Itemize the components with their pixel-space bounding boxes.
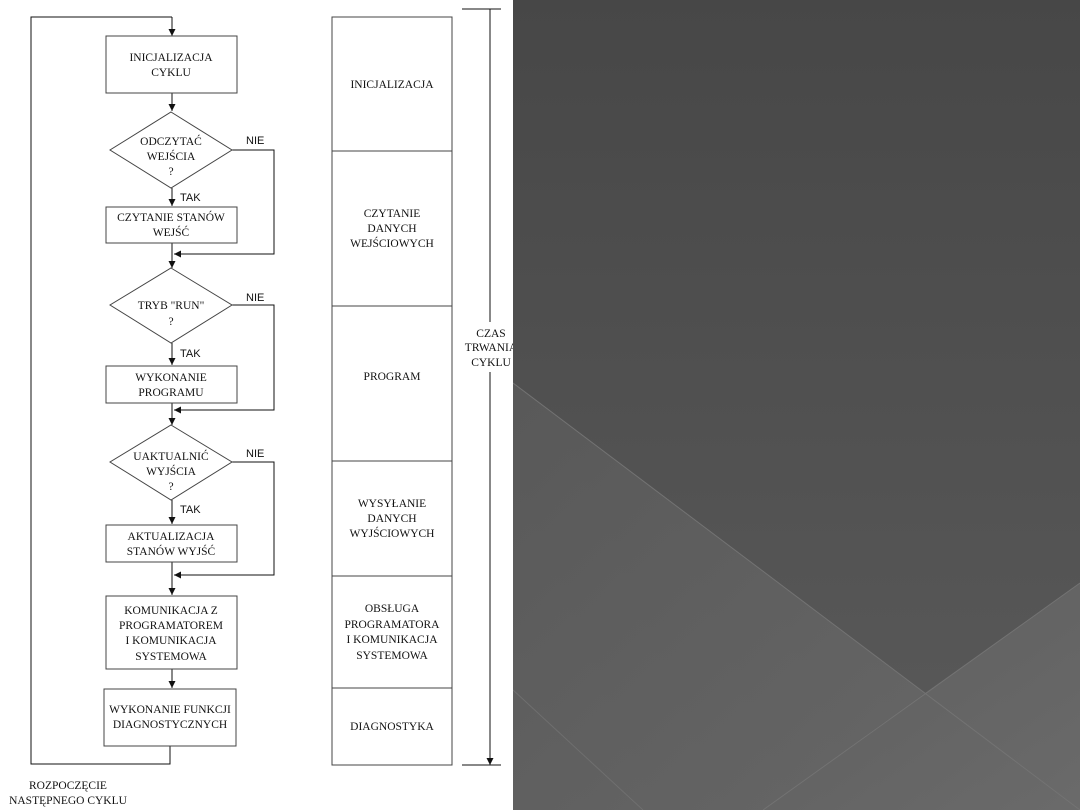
slide-background — [513, 0, 1080, 810]
communication-label-line-1: KOMUNIKACJA Z — [124, 605, 218, 617]
read-inputs-decision: ODCZYTAĆ WEJŚCIA ? — [109, 111, 233, 189]
no-label-update: NIE — [246, 448, 264, 460]
cycle-time-label-line-1: CZAS — [476, 328, 505, 340]
update-decision-label-line-2: WYJŚCIA — [146, 464, 197, 478]
phase-input-read-line-1: CZYTANIE — [364, 208, 421, 220]
phase-diagnostics: DIAGNOSTYKA — [350, 721, 434, 733]
read-decision-label-line-2: WEJŚCIA — [147, 149, 196, 163]
phase-output-send-line-3: WYJŚCIOWYCH — [350, 526, 435, 540]
no-label-run: NIE — [246, 292, 264, 304]
init-cycle-label-line-1: INICJALIZACJA — [129, 52, 213, 64]
communication-label-line-3: I KOMUNIKACJA — [125, 635, 217, 647]
phase-input-read-line-3: WEJŚCIOWYCH — [350, 236, 434, 250]
update-outputs-label-line-1: AKTUALIZACJA — [128, 531, 216, 543]
diagnostics-label-line-2: DIAGNOSTYCZNYCH — [113, 719, 227, 731]
read-inputs-box: CZYTANIE STANÓW WEJŚĆ — [105, 206, 238, 244]
read-inputs-label-line-2: WEJŚĆ — [153, 225, 190, 239]
diagnostics-box: WYKONANIE FUNKCJI DIAGNOSTYCZNYCH — [103, 688, 237, 747]
background-diagonal-1 — [513, 382, 1080, 810]
phase-communication-line-1: OBSŁUGA — [365, 603, 420, 615]
phase-communication-line-4: SYSTEMOWA — [356, 650, 428, 662]
phase-initialization: INICJALIZACJA — [350, 79, 434, 91]
cycle-time-label-line-2: TRWANIA — [465, 342, 513, 354]
run-program-label-line-1: WYKONANIE — [135, 372, 207, 384]
phase-program: PROGRAM — [364, 371, 421, 383]
run-mode-decision: TRYB "RUN" ? — [109, 267, 233, 344]
init-cycle-box: INICJALIZACJA CYKLU — [105, 35, 238, 94]
communication-label-line-2: PROGRAMATOREM — [119, 620, 223, 632]
read-decision-label-line-3: ? — [168, 166, 173, 178]
phase-input-read-line-2: DANYCH — [367, 223, 416, 235]
loop-back-line — [30, 16, 172, 765]
phase-output-send-line-1: WYSYŁANIE — [358, 498, 426, 510]
no-label-read: NIE — [246, 135, 264, 147]
yes-label-run: TAK — [180, 348, 201, 360]
background-diagonal-3 — [513, 689, 644, 810]
phase-communication-line-3: I KOMUNIKACJA — [346, 634, 438, 646]
read-inputs-label-line-1: CZYTANIE STANÓW — [117, 210, 225, 224]
background-facet-left — [513, 383, 925, 810]
cycle-time-label-line-3: CYKLU — [471, 357, 511, 369]
bypass-line-read — [174, 149, 275, 258]
run-decision-label-line-2: ? — [168, 316, 173, 328]
read-decision-label-line-1: ODCZYTAĆ — [140, 134, 202, 148]
diagram-panel: INICJALIZACJA CYKLU ODCZYTAĆ WEJŚCIA ? C… — [0, 0, 513, 810]
phase-communication-line-2: PROGRAMATORA — [344, 619, 440, 631]
cycle-time-label-bg — [466, 324, 513, 370]
restart-label-line-2: NASTĘPNEGO CYKLU — [9, 795, 128, 807]
plc-cycle-diagram: INICJALIZACJA CYKLU ODCZYTAĆ WEJŚCIA ? C… — [9, 8, 513, 807]
update-outputs-box: AKTUALIZACJA STANÓW WYJŚĆ — [105, 524, 238, 563]
run-decision-label-line-1: TRYB "RUN" — [138, 300, 205, 312]
update-decision-label-line-3: ? — [168, 481, 173, 493]
yes-label-update: TAK — [180, 504, 201, 516]
run-program-box: WYKONANIE PROGRAMU — [105, 365, 238, 404]
update-decision-label-line-1: UAKTUALNIĆ — [133, 449, 209, 463]
communication-box: KOMUNIKACJA Z PROGRAMATOREM I KOMUNIKACJ… — [105, 595, 238, 670]
yes-label-read: TAK — [180, 192, 201, 204]
communication-label-line-4: SYSTEMOWA — [135, 651, 207, 663]
run-program-label-line-2: PROGRAMU — [138, 387, 204, 399]
diagnostics-label-line-1: WYKONANIE FUNKCJI — [109, 704, 231, 716]
bypass-line-update — [174, 461, 275, 579]
update-outputs-label-line-2: STANÓW WYJŚĆ — [127, 544, 216, 558]
init-cycle-label-line-2: CYKLU — [151, 67, 191, 79]
phase-column — [331, 16, 453, 766]
restart-label-line-1: ROZPOCZĘCIE — [29, 780, 107, 792]
bypass-line-run — [174, 304, 275, 414]
update-outputs-decision: UAKTUALNIĆ WYJŚCIA ? — [109, 424, 233, 501]
phase-output-send-line-2: DANYCH — [367, 513, 416, 525]
background-diagonal-2 — [762, 582, 1080, 810]
